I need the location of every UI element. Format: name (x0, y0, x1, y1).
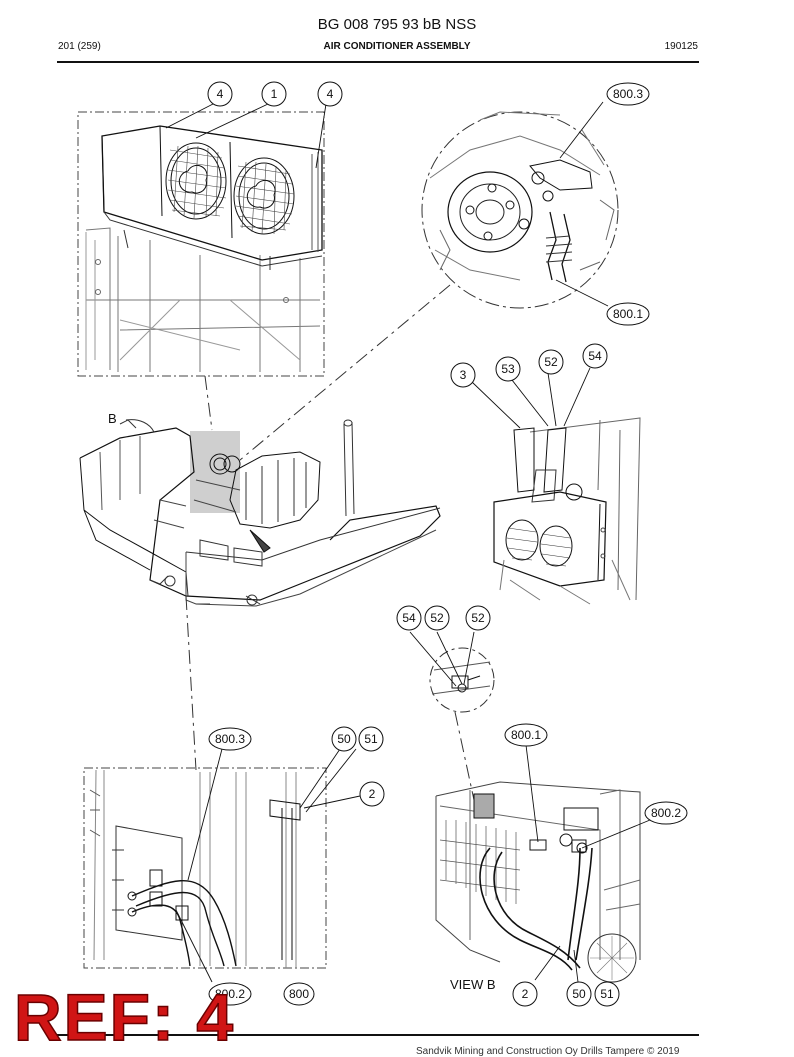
callout-4-bubble (317, 81, 343, 107)
header-rule (57, 61, 699, 63)
callout-label: 800 (289, 987, 309, 1001)
callout-label: 4 (217, 87, 224, 101)
callout-1-bubble (261, 81, 287, 107)
callout-label: 51 (364, 732, 378, 746)
callout-label: 800.2 (215, 987, 245, 1001)
callout-4-bubble (207, 81, 233, 107)
callout-label: 54 (402, 611, 416, 625)
callout-label: 54 (588, 349, 602, 363)
callout-51-bubble (358, 726, 384, 752)
callout-label: 2 (369, 787, 376, 801)
callout-2-bubble (359, 781, 385, 807)
ref-stamp: REF: 4 (13, 980, 236, 1054)
callout-label: 800.2 (651, 806, 681, 820)
document-title: BG 008 795 93 bB NSS (317, 16, 477, 33)
callout-52-bubble (424, 605, 450, 631)
callout-54-bubble (582, 343, 608, 369)
callout-800-bubble (283, 982, 315, 1006)
detail-small-circle (429, 647, 495, 713)
callout-label: 800.1 (511, 728, 541, 742)
callout-53-bubble (495, 356, 521, 382)
callout-label: 800.3 (215, 732, 245, 746)
callout-800-3-bubble (606, 82, 650, 106)
main-machine-view (79, 419, 441, 607)
callout-800-2-bubble (208, 982, 252, 1006)
date-code: 190125 (664, 41, 698, 52)
callout-50-bubble (331, 726, 357, 752)
callout-2-bubble (512, 981, 538, 1007)
callout-label: 52 (544, 355, 558, 369)
callout-51-bubble (594, 981, 620, 1007)
page-number: 201 (259) (58, 41, 101, 52)
callout-label: 51 (600, 987, 614, 1001)
callout-54-bubble (396, 605, 422, 631)
callout-label: 53 (501, 362, 515, 376)
callout-label: 2 (522, 987, 529, 1001)
callout-label: 50 (572, 987, 586, 1001)
callout-50-bubble (566, 981, 592, 1007)
callout-52-bubble (538, 349, 564, 375)
footer-copyright: Sandvik Mining and Construction Oy Drill… (416, 1046, 680, 1057)
callout-52-bubble (465, 605, 491, 631)
callout-label: 3 (460, 368, 467, 382)
view-b-label: VIEW B (450, 977, 496, 992)
footer-rule (57, 1034, 699, 1036)
callout-800-1-bubble (606, 302, 650, 326)
view-b-marker: B (108, 411, 117, 426)
detail-hoses-bottom-left (83, 767, 327, 969)
callout-800-1-bubble (504, 723, 548, 747)
detail-condenser-top-left (77, 111, 325, 377)
callout-label: 1 (271, 87, 278, 101)
callout-label: 800.3 (613, 87, 643, 101)
detail-view-b (435, 781, 641, 983)
callout-800-2-bubble (644, 801, 688, 825)
section-title: AIR CONDITIONER ASSEMBLY (323, 41, 471, 52)
callout-800-3-bubble (208, 727, 252, 751)
callout-3-bubble (450, 362, 476, 388)
detail-compressor-circle (421, 111, 619, 309)
callout-label: 50 (337, 732, 351, 746)
callout-label: 4 (327, 87, 334, 101)
callout-label: 52 (471, 611, 485, 625)
callout-label: 52 (430, 611, 444, 625)
callout-label: 800.1 (613, 307, 643, 321)
detail-condenser-right (493, 417, 641, 605)
